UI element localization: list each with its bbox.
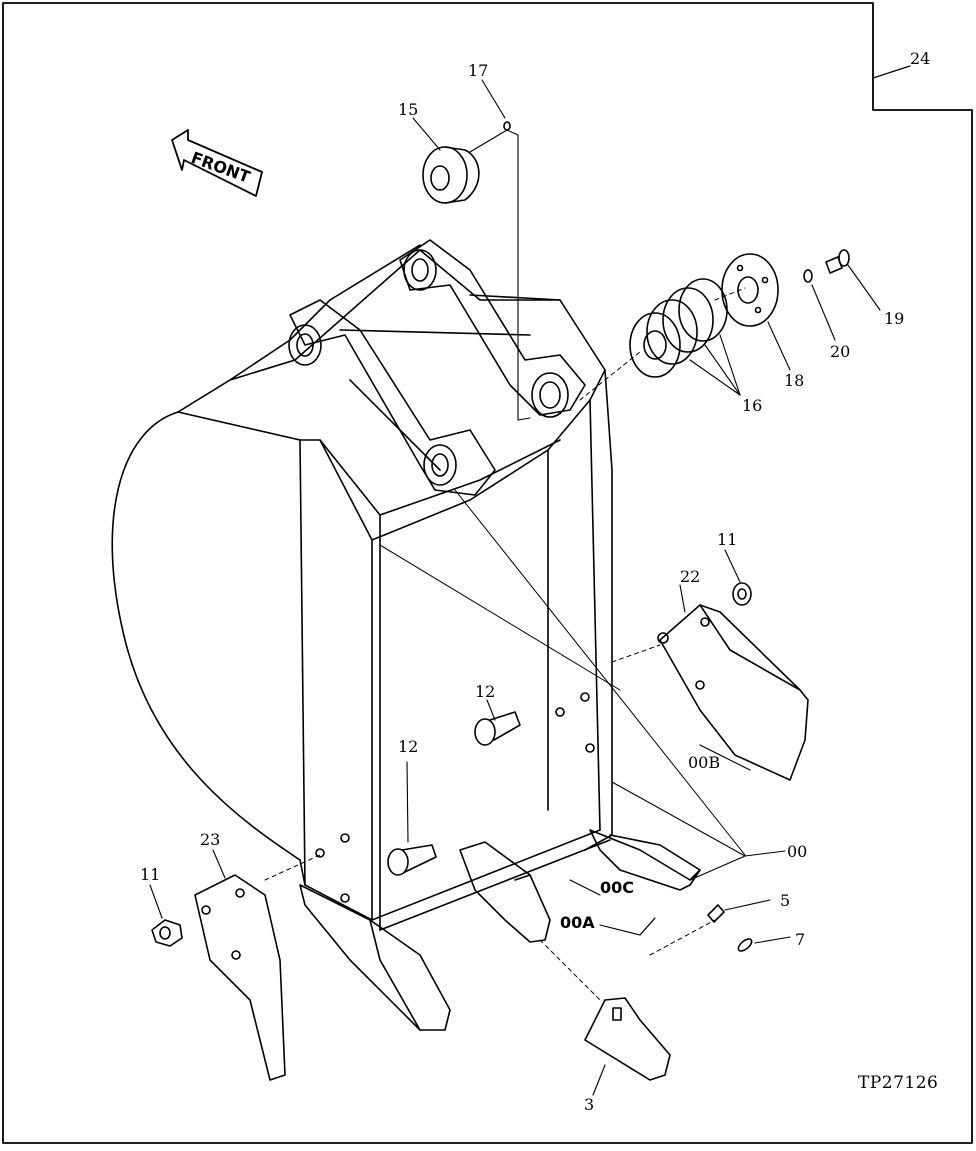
callout-15: 15: [398, 100, 418, 119]
part-18-plate: [721, 253, 779, 327]
front-arrow: FRONT: [171, 129, 263, 197]
callout-00B: 00B: [688, 753, 720, 772]
callout-3: 3: [584, 1095, 594, 1114]
part-23-side-cutter: [194, 874, 286, 1081]
callout-19: 19: [884, 309, 904, 328]
callout-20: 20: [830, 342, 850, 361]
callout-16: 16: [742, 396, 762, 415]
boss-left-bottom: [423, 444, 457, 486]
boss-right-bottom: [531, 372, 569, 418]
callout-labels: 17 15 19 20 18 16 11 22 12 12 00B 00 23 …: [140, 61, 904, 1114]
callout-12-upper: 12: [475, 682, 495, 701]
tooth-left: [299, 884, 451, 1031]
bucket-body: [111, 244, 613, 931]
boss-left-top: [288, 324, 322, 366]
part-11-nut-upper: [732, 582, 752, 606]
boss-right-top: [403, 249, 437, 291]
guide-lines: [379, 489, 746, 856]
adapter-center: [459, 841, 551, 943]
callout-17: 17: [468, 61, 488, 80]
callout-7: 7: [795, 930, 805, 949]
part-15-bushing: [422, 146, 480, 204]
leader-lines: [149, 79, 881, 1096]
link-bracket: [288, 239, 586, 496]
part-3-tooth-point: [584, 997, 671, 1081]
part-16-shims: [629, 278, 728, 378]
part-5-pin: [707, 904, 725, 923]
part-19-bolt: [825, 249, 850, 274]
part-11-nut-lower: [151, 919, 183, 947]
part-12-bolt-upper: [474, 711, 521, 746]
drawing-reference: TP27126: [858, 1073, 938, 1093]
callout-22: 22: [680, 567, 700, 586]
sheet-number: 24: [910, 49, 930, 68]
part-17-pin: [503, 121, 511, 131]
callout-11-lower: 11: [140, 865, 160, 884]
callout-18: 18: [784, 371, 804, 390]
callout-5: 5: [780, 891, 790, 910]
callout-12-lower: 12: [398, 737, 418, 756]
tooth-right: [589, 829, 701, 891]
callout-23: 23: [200, 830, 220, 849]
callout-00: 00: [787, 842, 807, 861]
part-7-lock: [737, 938, 753, 952]
callout-11-upper: 11: [717, 530, 737, 549]
callout-00A: 00A: [560, 913, 595, 932]
part-12-bolt-lower: [387, 844, 437, 876]
part-22-side-cutter: [657, 604, 809, 781]
callout-00C: 00C: [600, 878, 634, 897]
part-20-washer: [803, 269, 813, 283]
